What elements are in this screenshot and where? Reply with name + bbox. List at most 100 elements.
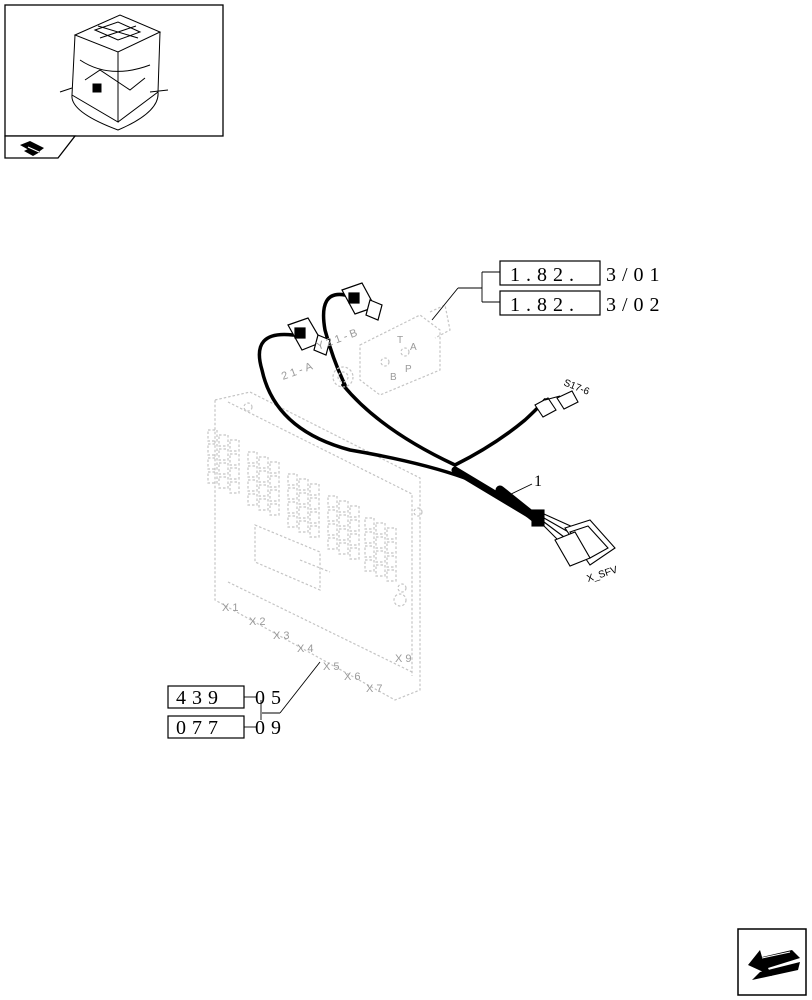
relay-block — [218, 462, 229, 475]
relay-block — [287, 487, 298, 500]
relay-block — [269, 489, 280, 502]
relay-block — [327, 537, 338, 550]
relay-block — [386, 555, 397, 568]
connector-label-x5: X5 — [323, 661, 342, 673]
machine-cab-thumbnail-icon — [59, 14, 169, 131]
relay-block — [247, 465, 258, 478]
relay-block — [247, 493, 258, 506]
valve-port-a-label: 21-A — [280, 359, 317, 382]
connector-label-x3: X3 — [273, 630, 292, 642]
previous-page-button[interactable] — [737, 928, 807, 996]
relay-block — [338, 542, 349, 555]
part-ref-code-1: 439 — [176, 687, 224, 709]
relay-block — [298, 492, 309, 505]
relay-block — [349, 547, 360, 560]
reference-code-2: 1.82. — [510, 294, 580, 316]
relay-block — [349, 505, 360, 518]
svg-text:A: A — [410, 342, 417, 353]
relay-block — [258, 498, 269, 511]
relay-block — [298, 520, 309, 533]
relay-block — [364, 517, 375, 530]
sensor-plug — [534, 390, 579, 418]
relay-block — [375, 564, 386, 577]
part-ref-link-1[interactable]: 439 05 — [167, 685, 287, 709]
relay-block — [287, 473, 298, 486]
reference-code-1: 1.82. — [510, 264, 580, 286]
relay-block — [375, 522, 386, 535]
relay-block — [364, 531, 375, 544]
connector-label-x9: X9 — [395, 653, 414, 665]
relay-block — [218, 448, 229, 461]
relay-block — [258, 470, 269, 483]
relay-block — [218, 476, 229, 489]
connector-label-x4: X4 — [297, 643, 316, 655]
relay-block — [338, 514, 349, 527]
reference-link-1[interactable]: 1.82. 3/01 — [499, 260, 666, 286]
relay-block — [229, 467, 240, 480]
relay-block — [287, 501, 298, 514]
relay-block — [258, 456, 269, 469]
relay-block — [207, 429, 218, 442]
connector-label-x1: X1 — [222, 602, 241, 614]
connector-label-x2: X2 — [249, 616, 268, 628]
relay-block — [218, 434, 229, 447]
svg-text:B: B — [390, 372, 397, 383]
part-ref-suffix-1: 05 — [255, 687, 287, 709]
relay-block — [375, 550, 386, 563]
relay-block — [298, 478, 309, 491]
reference-group-top: 1.82. 3/01 1.82. 3/02 — [431, 260, 666, 321]
item-callout: 1 — [504, 473, 542, 498]
relay-block — [207, 471, 218, 484]
relay-block — [269, 475, 280, 488]
relay-block — [247, 451, 258, 464]
valve-port-b-label: Y21-B — [315, 326, 362, 353]
reference-group-bottom: 439 05 077 09 — [167, 661, 321, 739]
relay-block — [207, 443, 218, 456]
connector-label-x6: X6 — [344, 671, 363, 683]
relay-block — [269, 461, 280, 474]
relay-block — [386, 541, 397, 554]
thumbnail-panel[interactable] — [4, 4, 224, 137]
wiring-harness — [257, 292, 547, 523]
relay-block — [349, 533, 360, 546]
relay-block — [375, 536, 386, 549]
relay-block — [364, 545, 375, 558]
relay-block — [229, 453, 240, 466]
part-ref-code-2: 077 — [176, 717, 224, 739]
relay-block — [386, 527, 397, 540]
connector-plug-b — [341, 282, 383, 321]
svg-text:T: T — [397, 335, 403, 346]
harness-connector — [531, 509, 616, 567]
relay-block — [338, 528, 349, 541]
relay-block — [364, 559, 375, 572]
control-board-outline — [207, 391, 423, 701]
relay-block — [386, 569, 397, 582]
pencil-tab-icon — [20, 141, 44, 156]
harness-connector-label: X_SFV — [586, 565, 620, 585]
relay-block — [229, 481, 240, 494]
relay-block — [269, 503, 280, 516]
relay-block — [298, 506, 309, 519]
relay-block — [207, 457, 218, 470]
connector-label-x7: X7 — [366, 683, 385, 695]
previous-page-arrow-icon — [748, 950, 800, 980]
relay-block — [327, 509, 338, 522]
relay-block — [229, 439, 240, 452]
relay-block — [309, 525, 320, 538]
reference-suffix-2: 3/02 — [606, 294, 666, 316]
svg-text:P: P — [405, 364, 412, 375]
relay-block — [327, 495, 338, 508]
part-ref-suffix-2: 09 — [255, 717, 287, 739]
relay-block — [309, 511, 320, 524]
relay-block — [338, 500, 349, 513]
board-connector-labels: X1 X2 X3 X4 X5 X6 X7 X9 — [222, 602, 414, 695]
relay-block — [309, 483, 320, 496]
part-ref-link-2[interactable]: 077 09 — [167, 715, 287, 739]
relay-block — [327, 523, 338, 536]
reference-link-2[interactable]: 1.82. 3/02 — [499, 290, 666, 316]
connector-plug-a — [287, 317, 331, 356]
reference-suffix-1: 3/01 — [606, 264, 666, 286]
section-tab[interactable] — [4, 135, 77, 159]
relay-block — [349, 519, 360, 532]
